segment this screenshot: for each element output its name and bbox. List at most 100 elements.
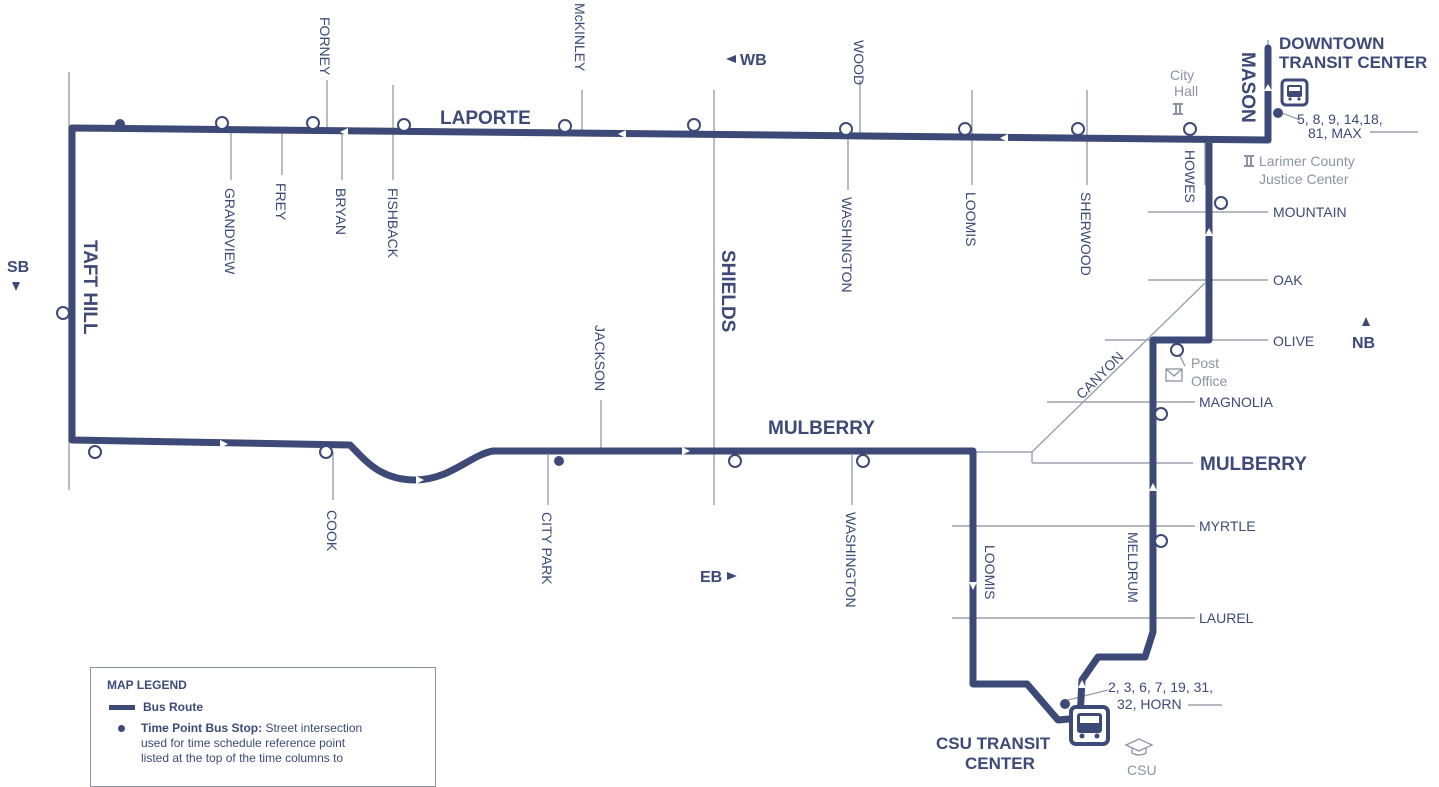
street-label-frey: FREY <box>273 183 289 221</box>
downtown-connecting-routes: 5, 8, 9, 14,18, <box>1297 111 1383 127</box>
route-direction-arrows <box>220 84 1272 688</box>
legend-title: MAP LEGEND <box>107 678 187 692</box>
street-label-magnolia: MAGNOLIA <box>1199 394 1274 410</box>
street-downtown-routes-pointer <box>1281 112 1301 121</box>
downtown-connecting-routes: 81, MAX <box>1308 125 1362 141</box>
arrow-csu <box>1078 680 1086 688</box>
time-point-stop[interactable] <box>115 119 125 129</box>
bus-stop[interactable] <box>1170 343 1184 357</box>
legend-bus-route-label: Bus Route <box>143 700 203 714</box>
arrow-laporte-1 <box>340 128 348 136</box>
arrow-mason <box>1264 84 1272 91</box>
bus-stop[interactable] <box>397 118 411 132</box>
direction-arrow-wb <box>726 55 736 63</box>
csu-connecting-routes: 32, HORN <box>1117 696 1182 712</box>
legend-time-point-desc: Street intersection <box>262 721 363 735</box>
bus-stop[interactable] <box>1154 407 1168 421</box>
landmark-label-justice-center: Larimer County <box>1259 153 1355 169</box>
landmark-label-justice-center: Justice Center <box>1259 171 1349 187</box>
street-csu-routes-pointer <box>1067 689 1109 701</box>
legend-route-swatch <box>109 705 135 710</box>
arrow-laporte-3 <box>1000 134 1008 142</box>
street-label-howes: HOWES <box>1182 150 1198 203</box>
direction-label-eb: EB <box>700 569 722 586</box>
bus-stop[interactable] <box>306 116 320 130</box>
street-label-loomis-north: LOOMIS <box>963 192 979 246</box>
legend-time-point-swatch <box>118 725 125 732</box>
street-label-mulberry-east: MULBERRY <box>1200 454 1307 475</box>
street-label-laporte: LAPORTE <box>440 108 531 129</box>
bus-route-path <box>68 124 1272 724</box>
landmark-label-post-office: Office <box>1191 373 1228 389</box>
direction-label-sb: SB <box>7 259 29 276</box>
legend-time-point-desc: used for time schedule reference point <box>141 736 346 750</box>
street-label-mulberry-route: MULBERRY <box>768 418 875 439</box>
bus-stop[interactable] <box>88 445 102 459</box>
legend-time-point-title: Time Point Bus Stop: <box>141 721 263 735</box>
street-label-washington-north: WASHINGTON <box>839 197 855 293</box>
street-label-olive: OLIVE <box>1273 333 1314 349</box>
street-label-meldrum: MELDRUM <box>1125 532 1141 603</box>
bus-stop[interactable] <box>215 116 229 130</box>
arrow-howes <box>1205 228 1213 236</box>
street-label-taft-hill: TAFT HILL <box>79 240 100 335</box>
arrow-mulberry-3 <box>682 447 690 455</box>
bus-stops <box>56 108 1283 709</box>
time-point-stop[interactable] <box>554 456 564 466</box>
street-label-loomis-south: LOOMIS <box>982 545 998 599</box>
direction-label-wb: WB <box>740 52 767 69</box>
csu-transit-center-label: CENTER <box>965 754 1035 773</box>
csu-connecting-routes: 2, 3, 6, 7, 19, 31, <box>1108 679 1213 695</box>
street-label-canyon: CANYON <box>1073 348 1127 402</box>
bus-stop[interactable] <box>687 118 701 132</box>
direction-label-nb: NB <box>1352 335 1375 352</box>
landmark-label-city-hall: City <box>1170 67 1194 83</box>
bus-stop[interactable] <box>839 122 853 136</box>
street-canyon <box>1031 282 1206 453</box>
direction-arrow-sb <box>12 282 20 291</box>
street-label-bryan: BRYAN <box>333 188 349 235</box>
street-label-laurel: LAUREL <box>1199 610 1254 626</box>
bus-stop[interactable] <box>856 454 870 468</box>
time-point-stop[interactable] <box>1060 699 1070 709</box>
bus-stop[interactable] <box>56 306 70 320</box>
direction-arrow-nb <box>1362 317 1370 326</box>
time-point-stop[interactable] <box>1273 108 1283 118</box>
street-label-washington-south: WASHINGTON <box>843 512 859 608</box>
bus-stop[interactable] <box>1183 122 1197 136</box>
bus-stop[interactable] <box>319 445 333 459</box>
direction-arrow-eb <box>727 572 737 580</box>
legend-time-point-desc: listed at the top of the time columns to <box>141 751 344 765</box>
bus-stop[interactable] <box>958 122 972 136</box>
arrow-mulberry-2 <box>416 476 424 484</box>
street-label-wood: WOOD <box>851 40 867 85</box>
csu-transit-center-label: CSU TRANSIT <box>936 734 1051 753</box>
arrow-meldrum <box>1149 483 1157 491</box>
graduation-cap-icon <box>1124 738 1154 756</box>
government-building-icon <box>1173 103 1183 115</box>
bus-stop[interactable] <box>1071 122 1085 136</box>
street-label-mountain: MOUNTAIN <box>1273 204 1347 220</box>
bus-stop[interactable] <box>1214 196 1228 210</box>
street-label-mason: MASON <box>1237 52 1258 123</box>
street-label-jackson: JACKSON <box>592 325 608 391</box>
street-label-shields: SHIELDS <box>717 250 738 332</box>
legend-time-point-text: Time Point Bus Stop: Street intersection… <box>141 721 362 766</box>
street-label-oak: OAK <box>1273 272 1303 288</box>
bus-station-icon[interactable] <box>1069 705 1110 746</box>
legend-row-time-point: Time Point Bus Stop: Street intersection… <box>107 721 421 766</box>
arrow-mulberry-1 <box>220 440 228 448</box>
transit-center-labels: DOWNTOWN TRANSIT CENTER 5, 8, 9, 14,18, … <box>936 34 1427 773</box>
landmark-label-city-hall: Hall <box>1174 83 1198 99</box>
street-label-city-park: CITY PARK <box>539 512 555 585</box>
bus-station-icon[interactable] <box>1280 78 1309 107</box>
landmark-label-post-office: Post <box>1191 355 1219 371</box>
bus-stop[interactable] <box>728 454 742 468</box>
direction-labels: WB EB SB NB <box>7 52 1375 586</box>
street-label-fishback: FISHBACK <box>385 188 401 259</box>
street-label-forney: FORNEY <box>317 17 333 76</box>
street-label-cook: COOK <box>324 510 340 552</box>
bus-stop[interactable] <box>558 119 572 133</box>
bus-stop[interactable] <box>1154 534 1168 548</box>
